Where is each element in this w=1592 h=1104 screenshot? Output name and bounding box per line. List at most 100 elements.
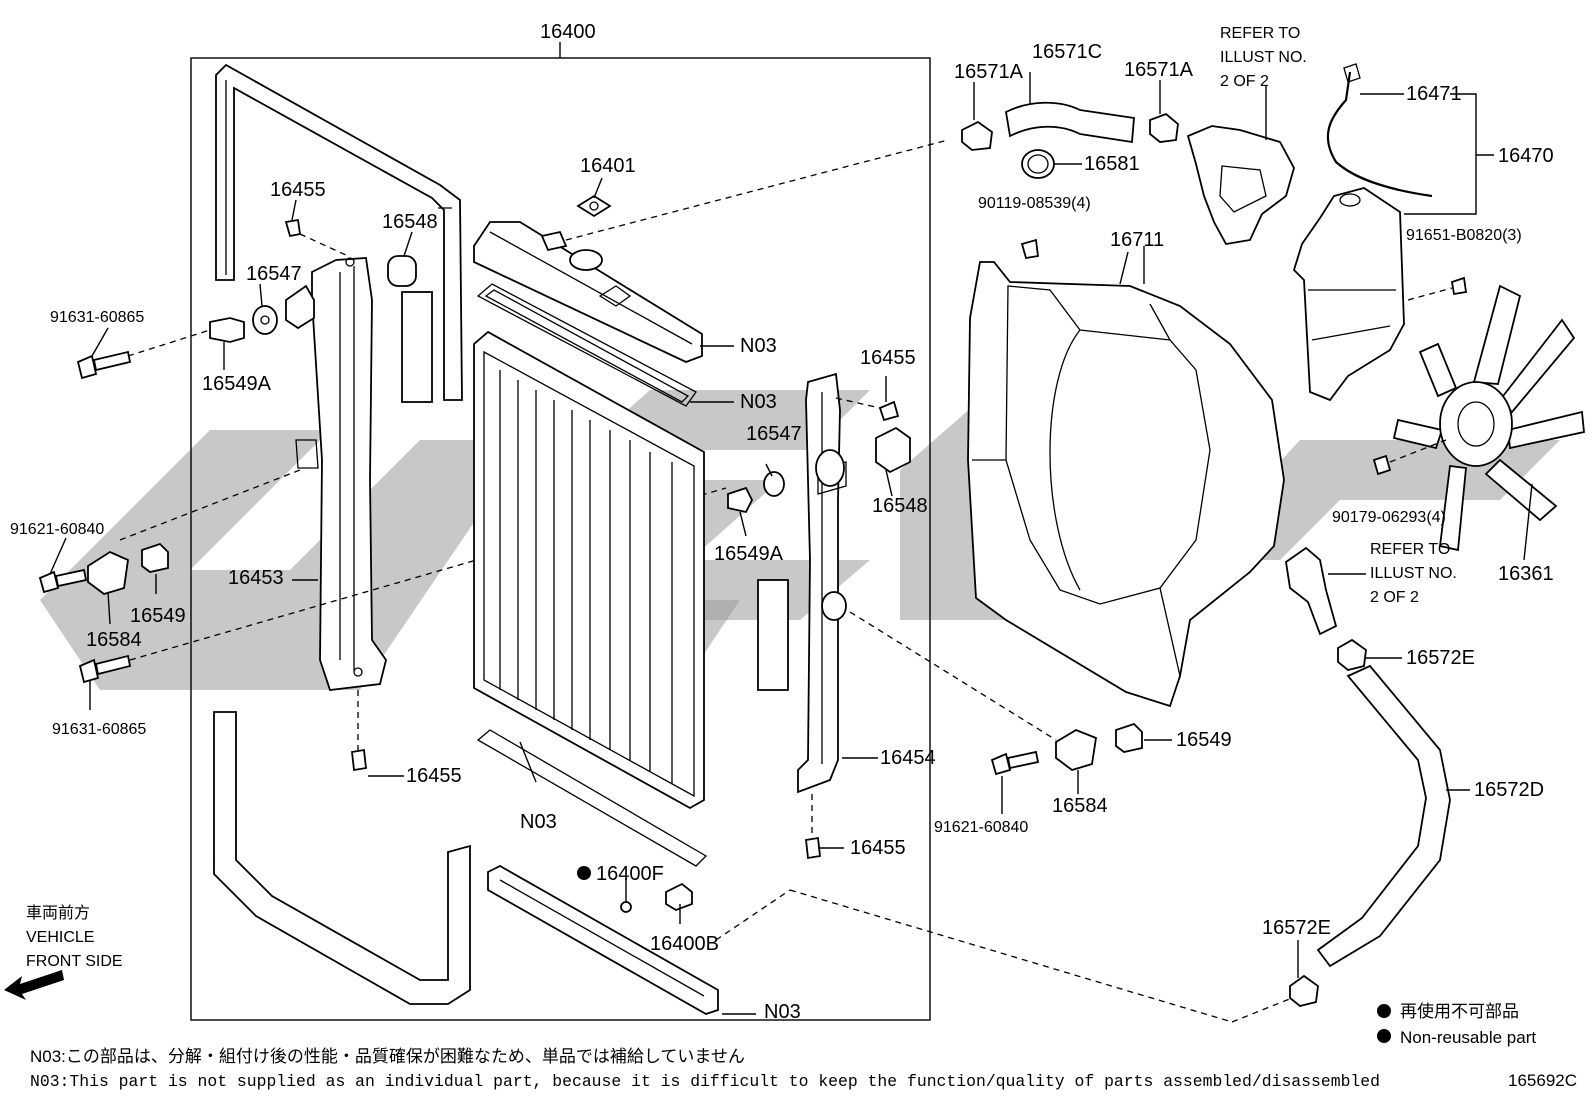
label-refer-mid-2: ILLUST NO. bbox=[1370, 565, 1457, 582]
label-bolt-short-left: 91621-60840 bbox=[10, 521, 104, 538]
drain-cock bbox=[665, 882, 693, 911]
bolt-top-right bbox=[878, 400, 900, 422]
legend-bullet-jp-icon bbox=[1377, 1004, 1391, 1018]
label-refer-top-3: 2 OF 2 bbox=[1220, 73, 1269, 90]
label-clamp-hose-left: 16571A bbox=[954, 61, 1024, 83]
label-cushion-left: 16548 bbox=[382, 211, 438, 233]
label-bolt-long-left: 91631-60865 bbox=[50, 309, 144, 326]
label-n03-mid: N03 bbox=[740, 391, 777, 413]
water-outlet bbox=[1186, 125, 1295, 245]
radiator-core bbox=[473, 330, 705, 810]
label-clamp-hose-right: 16571A bbox=[1124, 59, 1194, 81]
label-bushing-left: 16549 bbox=[130, 605, 186, 627]
water-inlet bbox=[1285, 546, 1338, 636]
label-drain-gasket: 16400F bbox=[596, 863, 664, 885]
label-bolt-short-right: 91621-60840 bbox=[934, 819, 1028, 836]
label-refer-mid-1: REFER TO bbox=[1370, 541, 1450, 558]
bolt-small-top-left bbox=[284, 218, 302, 238]
legend-en: Non-reusable part bbox=[1400, 1028, 1536, 1047]
label-hose-upper: 16571C bbox=[1032, 41, 1102, 63]
label-cushion-right: 16548 bbox=[872, 495, 928, 517]
label-support-right: 16454 bbox=[880, 747, 936, 769]
cooling-fan bbox=[1392, 284, 1585, 552]
front-side-en1: VEHICLE bbox=[26, 929, 94, 946]
label-support-left: 16453 bbox=[228, 567, 284, 589]
bolt-long-lower-left bbox=[78, 654, 132, 684]
label-n03-bottom: N03 bbox=[764, 1001, 801, 1023]
label-refer-mid-3: 2 OF 2 bbox=[1370, 589, 1419, 606]
cap-gasket bbox=[576, 194, 612, 218]
cushion-right bbox=[875, 426, 911, 474]
label-washer-left: 16547 bbox=[246, 263, 302, 285]
label-washer-right: 16547 bbox=[746, 423, 802, 445]
bushing-right bbox=[1115, 722, 1143, 753]
cushion-right-bushing bbox=[815, 449, 845, 487]
label-cap-gasket: 16401 bbox=[580, 155, 636, 177]
legend-jp: 再使用不可部品 bbox=[1400, 1001, 1519, 1021]
bolt-tank bbox=[1450, 276, 1468, 296]
label-clamp-lower-bottom: 16572E bbox=[1262, 917, 1331, 939]
seal-upper-left bbox=[215, 63, 463, 401]
label-bolt-top-left: 16455 bbox=[270, 179, 326, 201]
label-grommet-right: 16549A bbox=[714, 543, 784, 565]
bushing-left bbox=[141, 542, 169, 573]
label-bolt-long-left-2: 91631-60865 bbox=[52, 721, 146, 738]
bushing-right-lower bbox=[821, 591, 847, 621]
label-bolt-top-right: 16455 bbox=[860, 347, 916, 369]
note-en: N03:This part is not supplied as an indi… bbox=[30, 1073, 1380, 1092]
clamp-lower-bottom bbox=[1289, 974, 1319, 1007]
label-clamp-left: 16584 bbox=[86, 629, 142, 651]
label-shroud: 16711 bbox=[1110, 229, 1164, 251]
nut-fan bbox=[1372, 454, 1392, 476]
bolt-bottom-left bbox=[351, 748, 367, 772]
label-drain-cock: 16400B bbox=[650, 933, 719, 955]
washer-left bbox=[252, 305, 278, 335]
leader-lines bbox=[49, 72, 1533, 1015]
clamp-right bbox=[1055, 728, 1097, 771]
reserve-tank bbox=[1292, 187, 1405, 402]
clamp-hose-left bbox=[961, 120, 993, 151]
support-left bbox=[311, 257, 387, 691]
clamp-hose-right bbox=[1149, 112, 1179, 143]
clamp-lower-top bbox=[1337, 638, 1367, 671]
label-grommet-left: 16549A bbox=[202, 373, 272, 395]
label-bolt-shroud: 90119-08539(4) bbox=[978, 195, 1091, 212]
gasket-bottom bbox=[476, 729, 708, 867]
label-refer-top-1: REFER TO bbox=[1220, 25, 1300, 42]
cushion-left bbox=[387, 255, 417, 287]
bolt-shroud bbox=[1020, 238, 1040, 260]
front-side-jp: 車両前方 bbox=[26, 904, 90, 922]
label-n03-top: N03 bbox=[740, 335, 777, 357]
label-clamp-right: 16584 bbox=[1052, 795, 1108, 817]
core-fins bbox=[499, 370, 673, 784]
non-reusable-marker-icon bbox=[577, 866, 591, 880]
label-n03-core: N03 bbox=[520, 811, 557, 833]
label-clamp-lower-top: 16572E bbox=[1406, 647, 1475, 669]
bolt-short-right bbox=[990, 750, 1040, 776]
front-arrow-icon bbox=[4, 970, 64, 1000]
radiator-lower-tank bbox=[487, 864, 719, 1015]
label-reserve-tank: 16470 bbox=[1498, 145, 1554, 167]
figure-code: 165692C bbox=[1508, 1071, 1577, 1090]
filler-neck bbox=[540, 230, 568, 252]
bolt-long-upper-left bbox=[76, 350, 132, 380]
seal-lower-left bbox=[213, 711, 471, 1005]
grommet-left bbox=[209, 317, 245, 343]
bushing-upper-left bbox=[285, 284, 315, 330]
radiator-cap bbox=[569, 249, 603, 271]
gasket-top bbox=[476, 283, 697, 407]
bolt-bottom-right bbox=[805, 836, 821, 860]
label-bolt-tank: 91651-B0820(3) bbox=[1406, 227, 1522, 244]
label-hose-lower: 16572D bbox=[1474, 779, 1544, 801]
label-hose-ring: 16581 bbox=[1084, 153, 1140, 175]
label-fan: 16361 bbox=[1498, 563, 1554, 585]
label-bolt-bottom-left: 16455 bbox=[406, 765, 462, 787]
pad-left bbox=[401, 291, 433, 403]
front-side-en2: FRONT SIDE bbox=[26, 953, 123, 970]
bolt-short-left bbox=[38, 568, 88, 594]
label-bolt-bottom-right: 16455 bbox=[850, 837, 906, 859]
label-main-assembly: 16400 bbox=[540, 21, 596, 43]
washer-right bbox=[763, 471, 785, 497]
